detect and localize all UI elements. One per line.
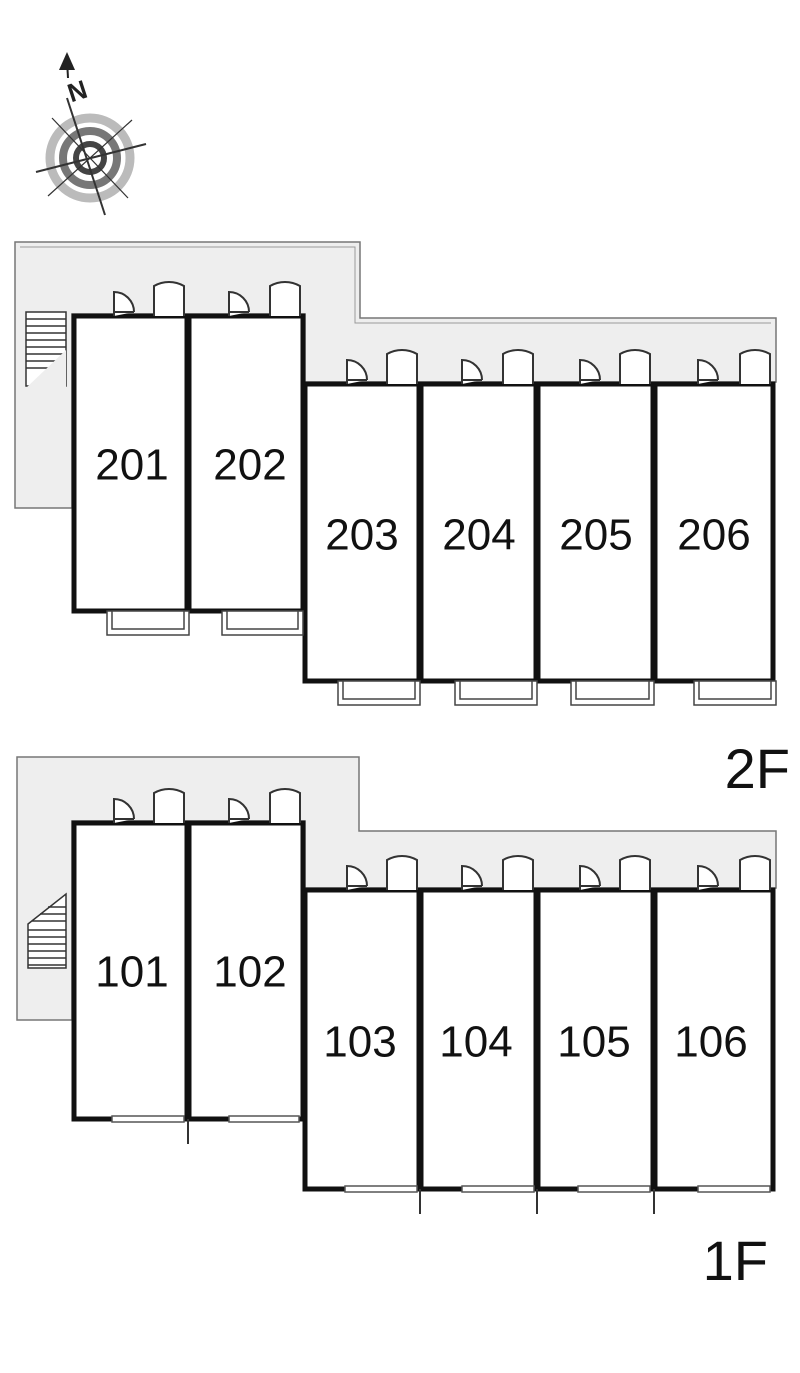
floor-2f-plan: 201 202 203 204 205 206	[14, 241, 777, 706]
unit-103: 103	[323, 1018, 396, 1067]
unit-203: 203	[325, 511, 398, 560]
stairs-icon	[25, 311, 67, 388]
floor-1f-plan: 101 102 103 104 105 106	[16, 756, 777, 1214]
unit-101: 101	[95, 948, 168, 997]
unit-106: 106	[674, 1018, 747, 1067]
unit-202: 202	[213, 441, 286, 490]
unit-201: 201	[95, 441, 168, 490]
unit-105: 105	[557, 1018, 630, 1067]
unit-206: 206	[677, 511, 750, 560]
floor-label-2f: 2F	[725, 737, 790, 800]
unit-104: 104	[439, 1018, 512, 1067]
compass-rose-icon	[35, 52, 147, 216]
unit-102: 102	[213, 948, 286, 997]
stairs-icon	[27, 892, 67, 969]
unit-205: 205	[559, 511, 632, 560]
unit-204: 204	[442, 511, 515, 560]
floor-label-1f: 1F	[703, 1229, 768, 1292]
